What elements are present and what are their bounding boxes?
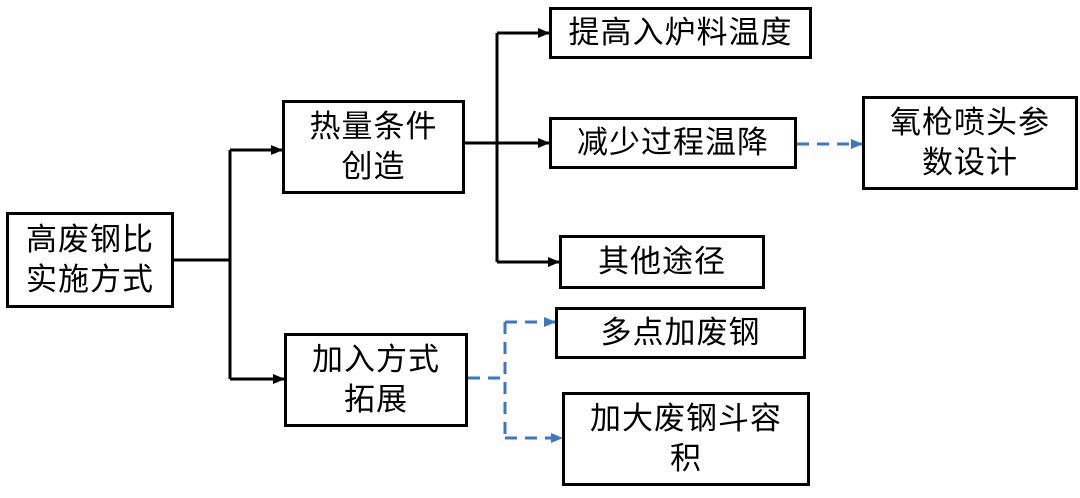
node-other: 其他途径 [559,235,765,289]
node-add-line-1: 加入方式 [312,342,440,378]
node-multi-point: 多点加废钢 [555,307,806,359]
connector-heat-branch [465,28,560,267]
node-add: 加入方式 拓展 [284,333,468,427]
node-reduce-drop: 减少过程温降 [549,117,797,169]
node-bucket-line-2: 积 [670,441,702,477]
node-add-line-2: 拓展 [344,382,408,418]
node-heat-line-1: 热量条件 [309,109,438,145]
node-reduce-drop-label: 减少过程温降 [577,125,769,161]
connector-add-branch [468,317,563,443]
connector-root-branch [174,145,285,384]
node-oxygen-lance: 氧枪喷头参 数设计 [862,96,1078,190]
node-root: 高废钢比 实施方式 [6,212,174,308]
node-root-line-1: 高废钢比 [26,222,154,258]
node-other-label: 其他途径 [598,244,726,280]
node-heat: 热量条件 创造 [282,100,465,194]
node-root-line-2: 实施方式 [26,262,154,298]
node-oxygen-lance-line-2: 数设计 [922,145,1018,181]
node-bucket: 加大废钢斗容 积 [562,392,810,486]
node-raise-temp: 提高入炉料温度 [549,7,812,59]
node-oxygen-lance-line-1: 氧枪喷头参 [890,105,1050,141]
node-heat-line-2: 创造 [341,149,406,185]
node-raise-temp-label: 提高入炉料温度 [568,15,793,51]
node-multi-point-label: 多点加废钢 [600,315,761,351]
node-bucket-line-1: 加大废钢斗容 [590,401,782,437]
